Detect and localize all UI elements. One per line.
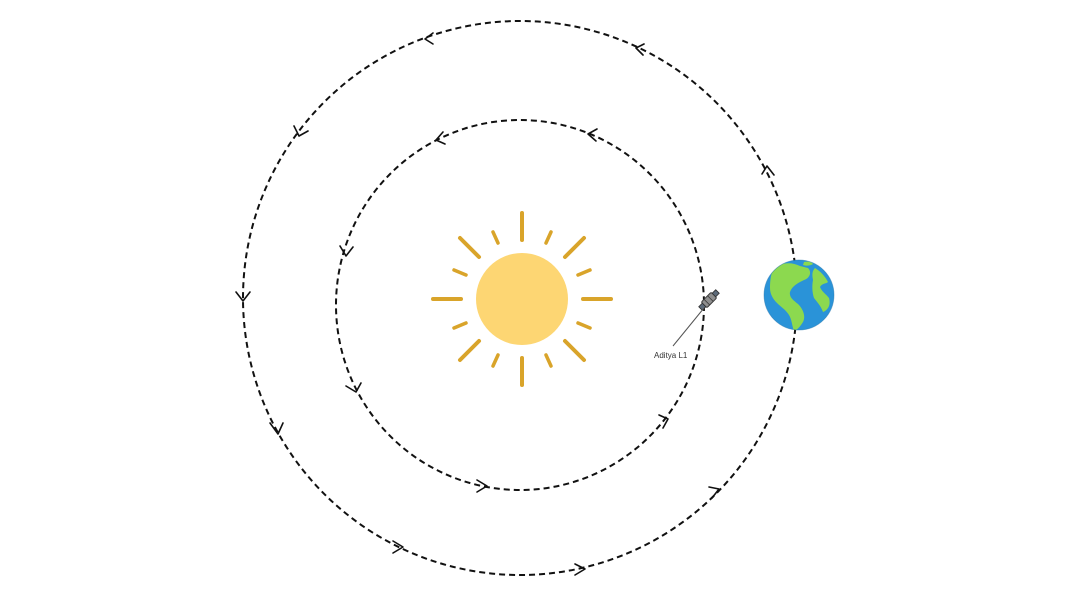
label-pointer-line — [672, 307, 705, 347]
orbit-arrow — [761, 165, 775, 176]
orbit-arrow — [435, 131, 446, 145]
sun-ray — [452, 268, 468, 277]
orbit-arrow — [424, 32, 434, 45]
orbit-arrow — [587, 128, 598, 142]
satellite-icon — [698, 289, 720, 311]
orbit-arrow — [345, 382, 362, 393]
earth-icon — [763, 259, 835, 331]
orbit-arrow — [235, 291, 251, 302]
orbit-arrow — [339, 245, 354, 257]
sun-rays — [431, 211, 613, 387]
orbit-arrow — [392, 540, 404, 554]
sun-ray — [563, 339, 586, 362]
orbit-arrow — [476, 479, 488, 493]
orbit-arrow — [269, 422, 284, 435]
orbit-arrow — [708, 486, 720, 499]
earth-land — [770, 261, 830, 330]
sun-ray — [576, 321, 592, 330]
orbit-arrow — [635, 43, 645, 56]
sun-ray — [544, 230, 553, 245]
sun-icon — [431, 211, 613, 387]
orbit-arrow — [293, 125, 309, 137]
orbit-arrow — [658, 414, 669, 429]
sun-ray — [563, 236, 586, 259]
sun-ray — [576, 268, 592, 277]
orbit-arrow — [574, 563, 586, 576]
sun-core — [476, 253, 568, 345]
sun-ray — [544, 353, 553, 368]
sun-ray — [491, 230, 500, 245]
sun-ray — [452, 321, 468, 330]
outer-orbit-arrows — [235, 32, 775, 576]
spacecraft-label: Aditya L1 — [654, 351, 688, 360]
sun-ray — [458, 236, 481, 259]
sun-ray — [458, 339, 481, 362]
inner-orbit-arrows — [339, 128, 669, 493]
sun-ray — [491, 353, 500, 368]
